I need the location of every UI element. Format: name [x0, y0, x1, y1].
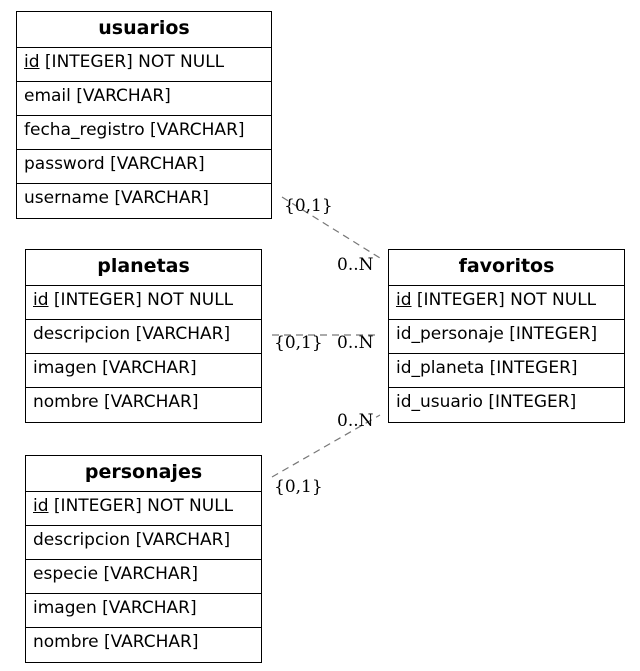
attr-planetas-nombre: nombre [VARCHAR] [33, 392, 199, 412]
entity-favoritos[interactable]: favoritos id [INTEGER] NOT NULL id_perso… [388, 249, 625, 423]
entity-usuarios[interactable]: usuarios id [INTEGER] NOT NULL email [VA… [16, 11, 272, 219]
attr-personajes-nombre: nombre [VARCHAR] [33, 632, 199, 652]
attr-usuarios-id: id [INTEGER] NOT NULL [17, 48, 271, 82]
entity-title-personajes: personajes [26, 456, 261, 492]
attr-favoritos-id-usuario: id_usuario [INTEGER] [396, 392, 577, 412]
attr-personajes-id: id [INTEGER] NOT NULL [26, 492, 261, 526]
attr-usuarios-email: email [VARCHAR] [17, 82, 271, 116]
entity-title-favoritos: favoritos [389, 250, 624, 286]
pk-label: id [33, 290, 49, 310]
attr-favoritos-id: id [INTEGER] NOT NULL [389, 286, 624, 320]
attr-personajes-especie: especie [VARCHAR] [26, 560, 261, 594]
entity-planetas[interactable]: planetas id [INTEGER] NOT NULL descripci… [25, 249, 262, 423]
cardinality-personajes-side: {0,1} [274, 477, 323, 497]
pk-type: [INTEGER] NOT NULL [48, 496, 234, 516]
cardinality-favoritos-usuarios-side: 0..N [337, 255, 374, 275]
pk-type: [INTEGER] NOT NULL [48, 290, 234, 310]
pk-type: [INTEGER] NOT NULL [39, 52, 225, 72]
pk-type: [INTEGER] NOT NULL [411, 290, 597, 310]
cardinality-favoritos-personajes-side: 0..N [337, 411, 374, 431]
attr-planetas-imagen: imagen [VARCHAR] [26, 354, 261, 388]
entity-personajes[interactable]: personajes id [INTEGER] NOT NULL descrip… [25, 455, 262, 663]
attr-favoritos-id-personaje: id_personaje [INTEGER] [389, 320, 624, 354]
pk-label: id [396, 290, 412, 310]
cardinality-planetas-side: {0,1} [274, 333, 323, 353]
entity-title-planetas: planetas [26, 250, 261, 286]
attr-usuarios-username: username [VARCHAR] [24, 188, 209, 208]
attr-planetas-id: id [INTEGER] NOT NULL [26, 286, 261, 320]
cardinality-favoritos-planetas-side: 0..N [337, 333, 374, 353]
pk-label: id [33, 496, 49, 516]
attr-usuarios-password: password [VARCHAR] [17, 150, 271, 184]
attr-planetas-descripcion: descripcion [VARCHAR] [26, 320, 261, 354]
attr-personajes-descripcion: descripcion [VARCHAR] [26, 526, 261, 560]
attr-usuarios-fecha-registro: fecha_registro [VARCHAR] [17, 116, 271, 150]
pk-label: id [24, 52, 40, 72]
cardinality-usuarios-side: {0,1} [284, 196, 333, 216]
entity-title-usuarios: usuarios [17, 12, 271, 48]
attr-favoritos-id-planeta: id_planeta [INTEGER] [389, 354, 624, 388]
edge-usuarios-favoritos [281, 196, 381, 259]
edge-personajes-favoritos [271, 414, 381, 478]
attr-personajes-imagen: imagen [VARCHAR] [26, 594, 261, 628]
